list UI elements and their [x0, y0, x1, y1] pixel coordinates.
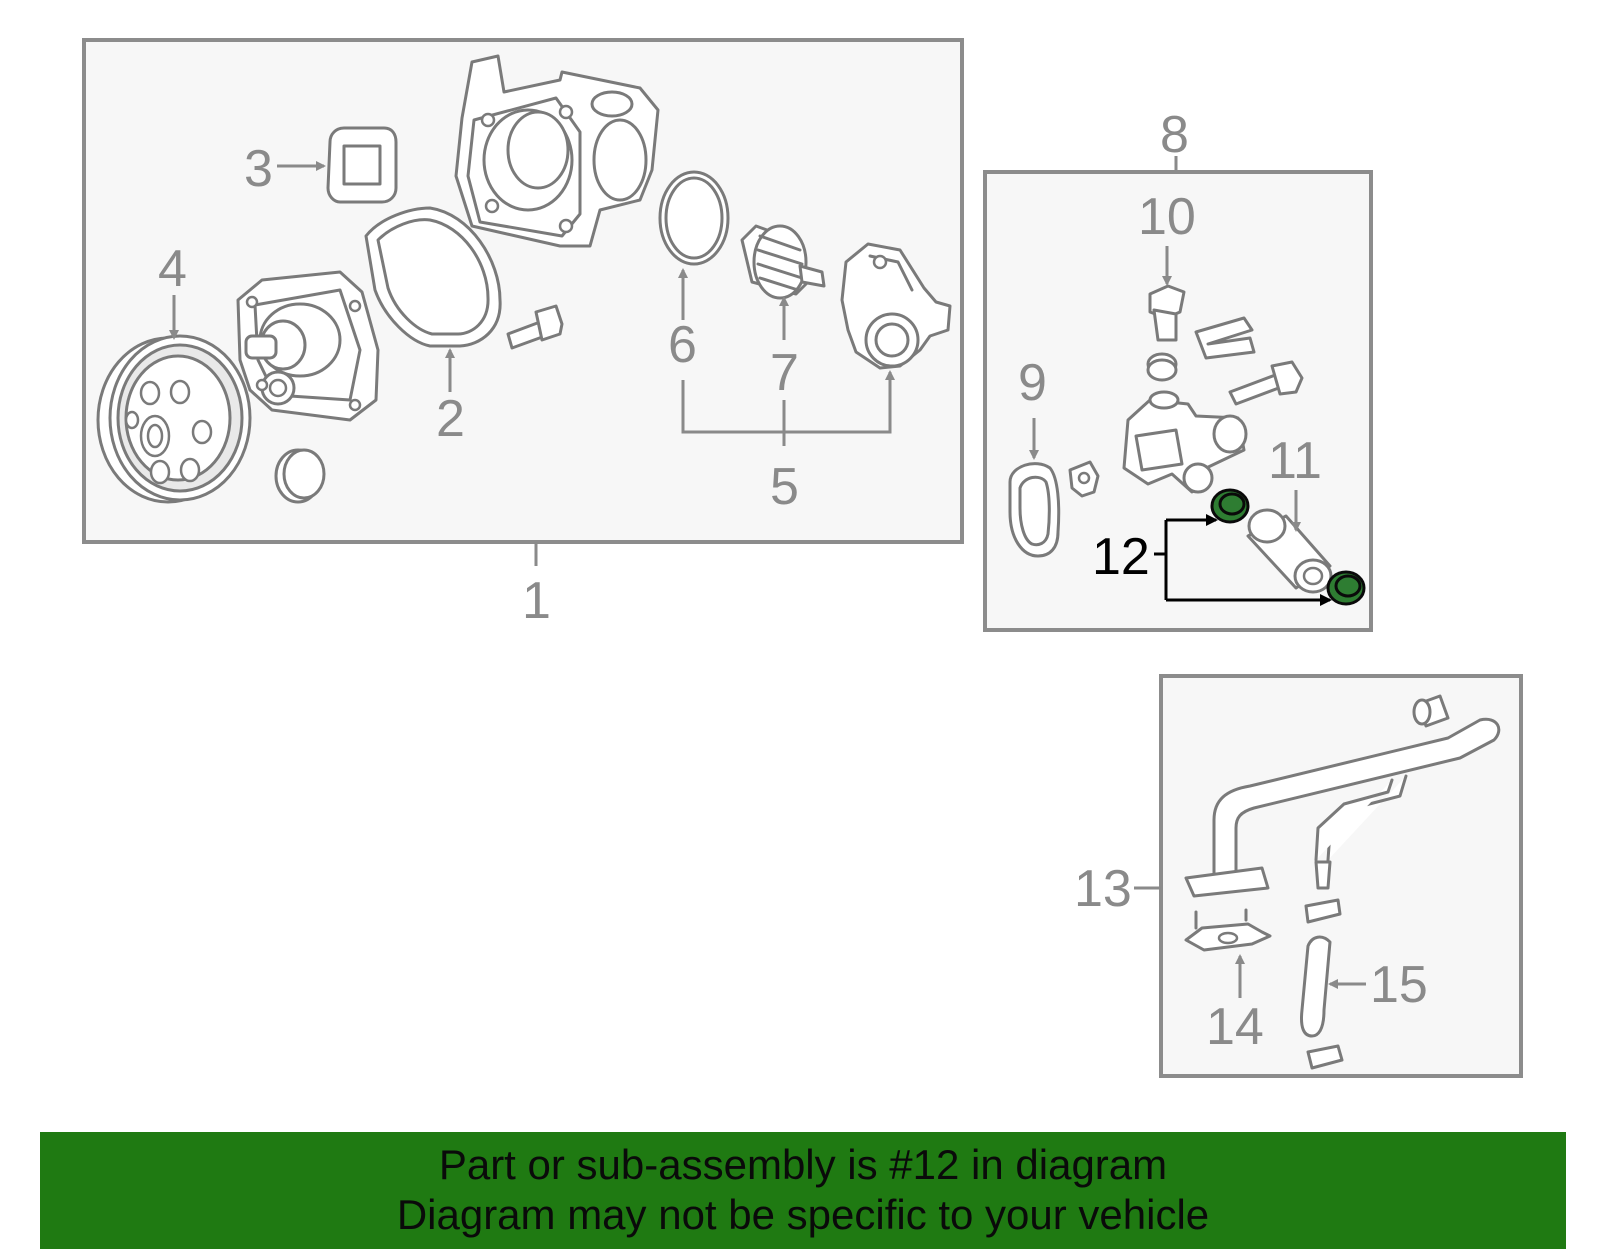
o-ring-part[interactable]: [658, 170, 730, 266]
callout-7: 7: [770, 344, 799, 402]
thermostat-part[interactable]: [740, 224, 826, 300]
pulley-part[interactable]: [96, 334, 252, 504]
callout-5: 5: [770, 458, 799, 516]
cap-part[interactable]: [274, 448, 326, 504]
banner-line-1: Part or sub-assembly is #12 in diagram: [438, 1141, 1168, 1188]
callout-13: 13: [1074, 860, 1132, 918]
callout-11: 11: [1268, 432, 1322, 490]
callout-2: 2: [436, 390, 465, 448]
leader-lines-box-8: [1029, 246, 1332, 606]
leader-lines-box-1: [169, 161, 895, 566]
leader-lines-box-13: [1134, 886, 1366, 998]
callout-9: 9: [1018, 354, 1047, 412]
bypass-hose-part[interactable]: [1300, 935, 1332, 1038]
coolant-outlet-part[interactable]: [1122, 390, 1248, 494]
hose-clamp-13-lower[interactable]: [1306, 1044, 1344, 1070]
callout-3: 3: [244, 140, 273, 198]
pump-gasket-part[interactable]: [364, 206, 502, 348]
hose-part[interactable]: [1246, 508, 1333, 594]
pipe-gasket-part[interactable]: [1184, 908, 1272, 952]
bolt-part[interactable]: [506, 304, 564, 350]
washer-part[interactable]: [1146, 352, 1178, 382]
callout-6: 6: [668, 316, 697, 374]
callout-14: 14: [1206, 998, 1264, 1056]
callout-12: 12: [1092, 528, 1150, 586]
small-gasket-part[interactable]: [1068, 460, 1100, 498]
callout-10: 10: [1138, 188, 1196, 246]
callout-8: 8: [1160, 106, 1189, 164]
callout-1: 1: [522, 572, 551, 630]
outlet-bolt-part[interactable]: [1228, 360, 1304, 406]
outlet-gasket-part[interactable]: [1008, 462, 1061, 558]
coolant-pipe-part[interactable]: [1184, 694, 1501, 898]
info-banner: Part or sub-assembly is #12 in diagram D…: [40, 1132, 1566, 1249]
thermostat-housing-part[interactable]: [454, 54, 660, 248]
thermostat-outlet-part[interactable]: [840, 242, 952, 370]
hose-clamp-lower[interactable]: [1326, 570, 1366, 606]
callout-4: 4: [158, 240, 187, 298]
retainer-clip-part[interactable]: [1194, 316, 1256, 360]
callout-15: 15: [1370, 956, 1428, 1014]
hose-clamp-upper[interactable]: [1210, 488, 1250, 524]
water-pump-part[interactable]: [236, 270, 380, 422]
banner-line-2: Diagram may not be specific to your vehi…: [396, 1191, 1210, 1238]
seal-part[interactable]: [326, 126, 398, 204]
temp-sensor-part[interactable]: [1148, 284, 1186, 342]
hose-clamp-13-upper[interactable]: [1304, 898, 1342, 924]
